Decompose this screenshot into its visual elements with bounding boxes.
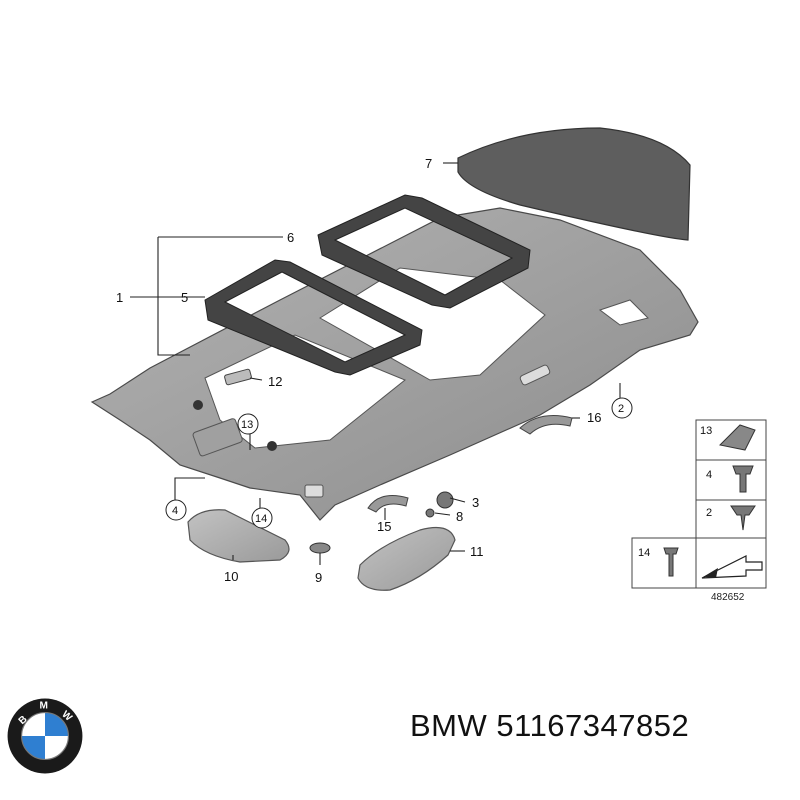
callout-2: 2: [618, 403, 624, 415]
callout-3: 3: [472, 495, 479, 510]
callout-11: 11: [470, 544, 484, 559]
frame-6: [317, 194, 531, 309]
callout-5: 5: [181, 290, 188, 305]
callout-10: 10: [224, 569, 238, 584]
clip-8: [425, 508, 435, 518]
callout-9: 9: [315, 570, 322, 585]
diagram-id: 482652: [711, 592, 745, 603]
clip-2-icon: [730, 505, 756, 531]
part-label: BMW 51167347852: [410, 708, 689, 744]
holder-9: [309, 542, 331, 554]
legend-label-4: 4: [706, 469, 712, 481]
legend-label-13: 13: [700, 425, 712, 437]
rear-opening: [598, 299, 649, 326]
callout-13: 13: [241, 419, 253, 431]
logo-letter-m: M: [40, 701, 48, 712]
brand-name: BMW: [410, 708, 488, 743]
direction-arrow-fill: [703, 568, 718, 578]
callout-15: 15: [377, 519, 391, 534]
sun-visor-11: [357, 527, 456, 591]
callout-13-circle: [237, 413, 259, 435]
callout-8: 8: [456, 509, 463, 524]
fastener-legend: 13 4 2 14 482652: [631, 419, 767, 603]
sunroof-opening-rear: [319, 267, 546, 381]
bmw-logo: B M W: [7, 698, 83, 774]
callout-14: 14: [255, 513, 267, 525]
callout-1: 1: [116, 290, 123, 305]
callout-4-circle: [165, 499, 187, 521]
light-module: [192, 418, 243, 457]
callout-4: 4: [172, 505, 178, 517]
clip-dot-a: [193, 400, 203, 410]
callout-12: 12: [268, 374, 282, 389]
grab-handle-15: [367, 495, 409, 513]
callout-7: 7: [425, 156, 432, 171]
frame-5: [204, 259, 423, 376]
screw-14-icon: [663, 547, 679, 577]
clip-13-icon: [718, 424, 756, 451]
handle-slot-a: [519, 364, 551, 386]
bracket-12: [224, 368, 252, 386]
clip-4-icon: [732, 465, 754, 493]
grab-handle-16: [519, 415, 573, 435]
roof-panel-7: [457, 127, 691, 241]
sun-visor-10: [187, 509, 290, 563]
callout-16: 16: [587, 410, 601, 425]
legend-label-2: 2: [706, 507, 712, 519]
headliner-1: [90, 207, 699, 521]
clip-3: [436, 491, 454, 509]
clip-dot-b: [267, 441, 277, 451]
handle-slot-b: [304, 484, 324, 498]
part-number: 51167347852: [496, 708, 690, 743]
callout-14-circle: [251, 507, 273, 529]
legend-label-14: 14: [638, 547, 650, 559]
callout-2-circle: [611, 397, 633, 419]
callout-6: 6: [287, 230, 294, 245]
